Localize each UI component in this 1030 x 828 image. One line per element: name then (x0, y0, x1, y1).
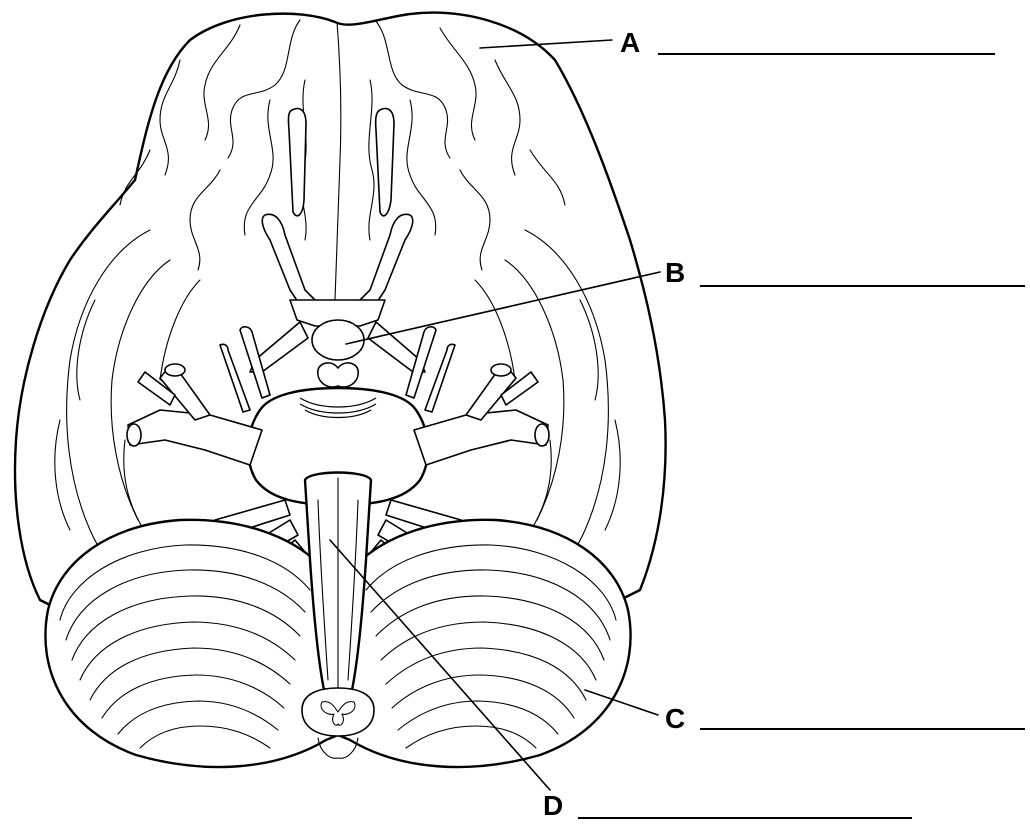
label-d: D (543, 790, 563, 821)
label-c-group: C (665, 703, 1025, 734)
label-a-group: A (620, 27, 995, 58)
label-b-group: B (665, 257, 1025, 288)
pituitary-gland (312, 320, 364, 360)
label-b: B (665, 257, 685, 288)
nerve-cut-left-2 (127, 424, 141, 446)
nerve-cut-right-1 (491, 364, 511, 376)
label-c: C (665, 703, 685, 734)
nerve-cut-right-2 (535, 424, 549, 446)
label-d-group: D (543, 790, 912, 821)
label-a: A (620, 27, 640, 58)
nerve-cut-left-1 (165, 364, 185, 376)
